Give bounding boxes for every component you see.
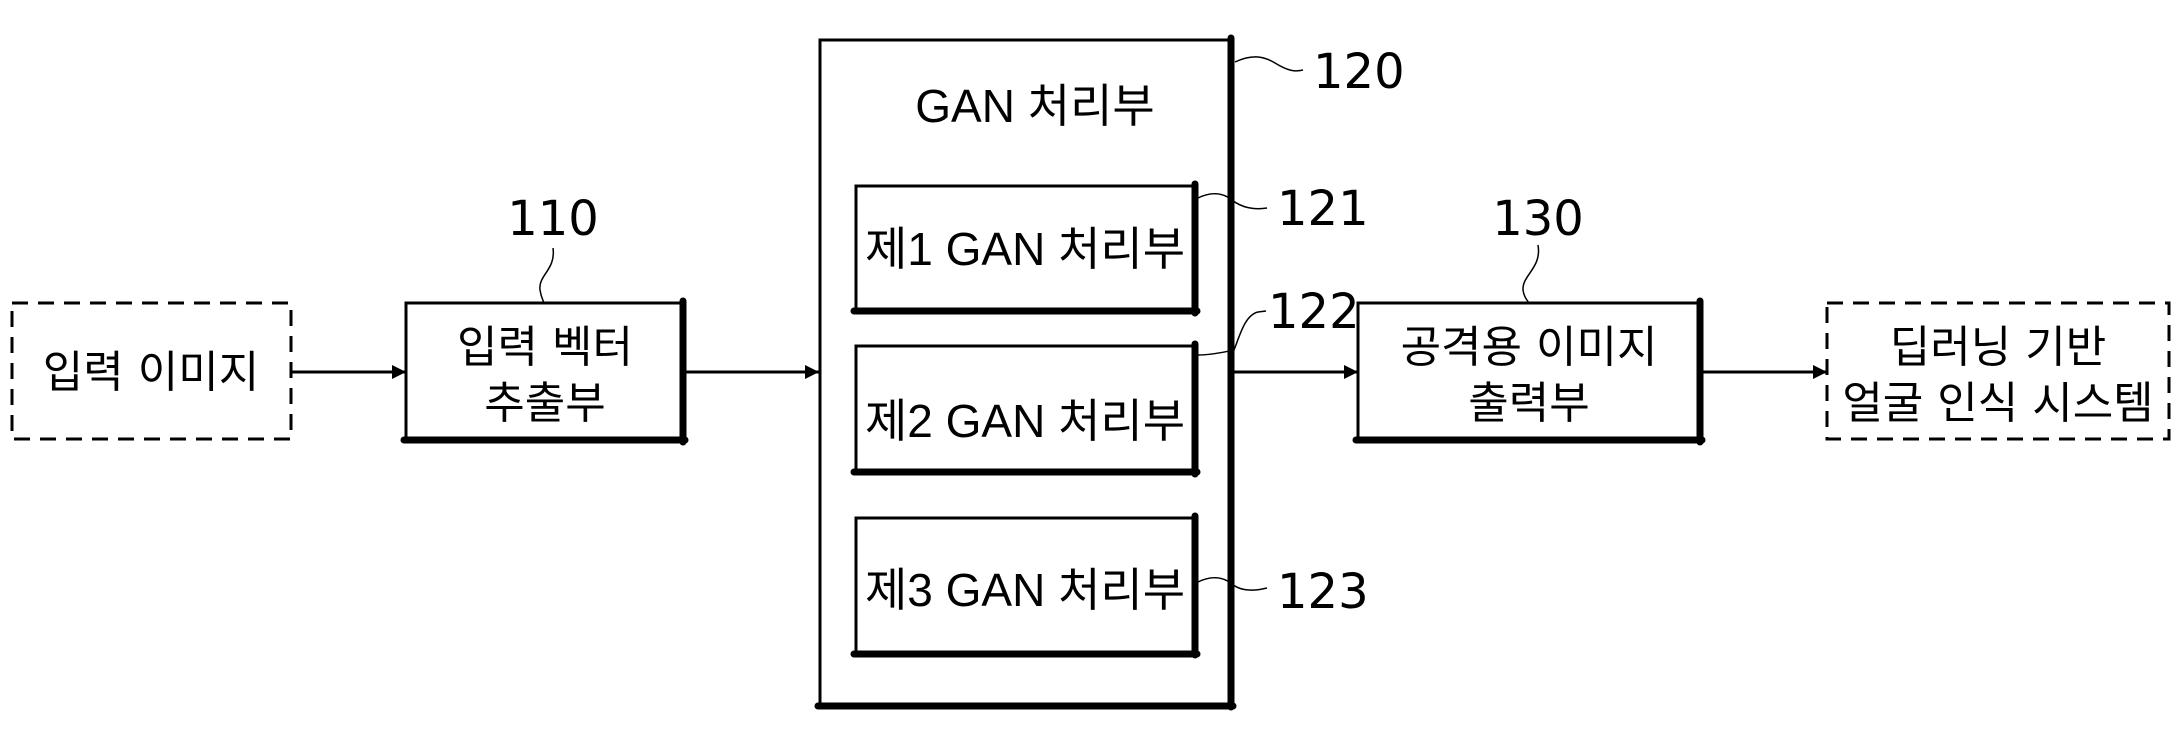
attack-image-output-label-line2: 출력부 <box>1468 378 1589 429</box>
leader-110 <box>539 247 554 304</box>
gan-sub-processor-3: 제3 GAN 처리부 <box>850 512 1201 659</box>
attack-image-output-label-line1: 공격용 이미지 <box>1401 322 1658 373</box>
vector-extractor-node: 입력 벡터 추출부 <box>400 297 689 446</box>
face-recognition-system-label-line2: 얼굴 인식 시스템 <box>1842 378 2153 429</box>
ref-110: 110 <box>507 191 599 247</box>
gan-processor-title: GAN 처리부 <box>915 80 1154 132</box>
gan-sub-processor-2-label: 제2 GAN 처리부 <box>865 395 1185 447</box>
vector-extractor-label-line2: 추출부 <box>484 378 605 429</box>
input-image-node: 입력 이미지 <box>10 301 293 441</box>
leader-123 <box>1197 577 1268 591</box>
leader-121 <box>1197 193 1268 210</box>
leader-130 <box>1522 244 1540 304</box>
gan-sub-processor-2: 제2 GAN 처리부 <box>850 340 1201 478</box>
leader-120 <box>1234 56 1304 72</box>
gan-sub-processor-3-label: 제3 GAN 처리부 <box>865 564 1185 616</box>
ref-122: 122 <box>1268 284 1360 340</box>
ref-121: 121 <box>1277 181 1369 237</box>
gan-sub-processor-1: 제1 GAN 처리부 <box>850 180 1201 317</box>
ref-123: 123 <box>1277 564 1369 620</box>
gan-processor-node: GAN 처리부 제1 GAN 처리부 제2 GAN 처리부 제3 GAN 처리부 <box>814 34 1237 711</box>
face-recognition-system-node: 딥러닝 기반 얼굴 인식 시스템 <box>1825 301 2171 441</box>
face-recognition-system-label-line1: 딥러닝 기반 <box>1890 322 2106 373</box>
leader-122 <box>1197 310 1267 356</box>
gan-sub-processor-1-label: 제1 GAN 처리부 <box>865 223 1185 275</box>
ref-130: 130 <box>1492 191 1584 247</box>
ref-120: 120 <box>1313 44 1405 100</box>
vector-extractor-label-line1: 입력 벡터 <box>457 322 633 373</box>
input-image-label: 입력 이미지 <box>43 347 259 398</box>
attack-image-output-node: 공격용 이미지 출력부 <box>1352 297 1706 446</box>
